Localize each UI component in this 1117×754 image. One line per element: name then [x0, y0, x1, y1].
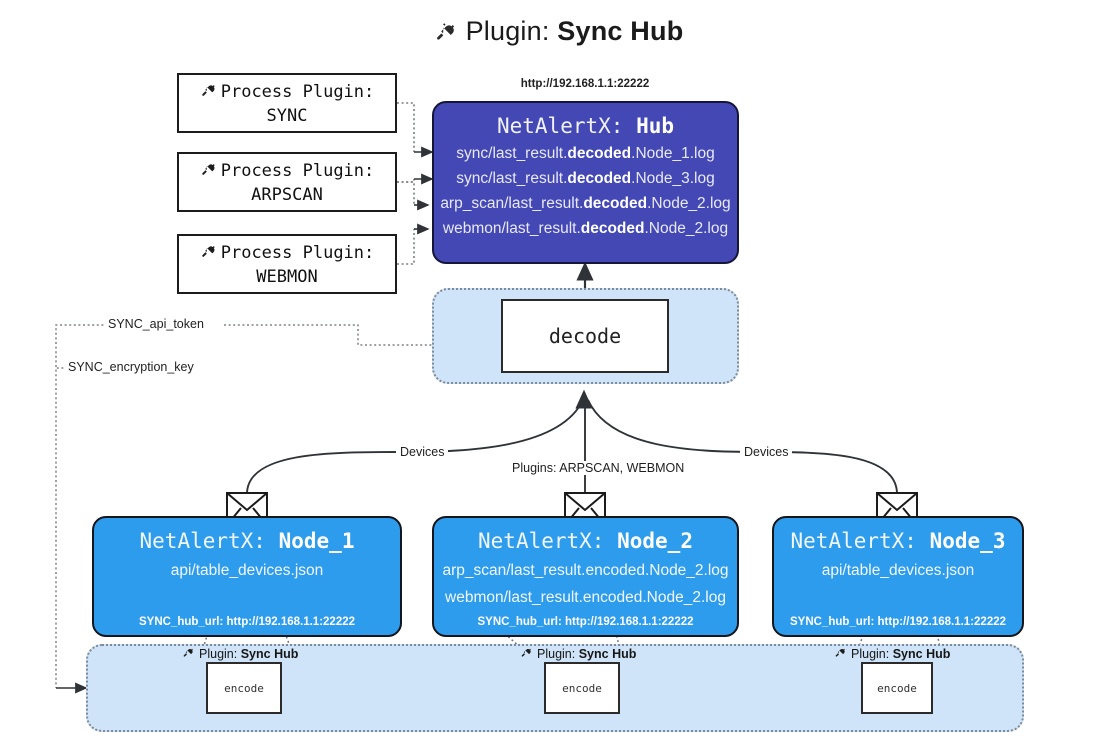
- plug-icon: [834, 645, 848, 662]
- node-box-node-3[interactable]: NetAlertX: Node_3 api/table_devices.json…: [772, 516, 1024, 637]
- process-plugin-label: Process Plugin:: [220, 82, 375, 102]
- encoder-plugin-prefix: Plugin:: [199, 646, 238, 661]
- setting-label-sync-api-token: SYNC_api_token: [104, 317, 208, 331]
- node-line: api/table_devices.json: [821, 562, 975, 579]
- node-line: webmon/last_result.encoded.Node_2.log: [445, 589, 726, 606]
- process-plugin-name: WEBMON: [256, 267, 318, 287]
- node-footer: SYNC_hub_url: http://192.168.1.1:22222: [789, 616, 1007, 628]
- encoder-plugin-name: Sync Hub: [578, 646, 637, 661]
- plug-icon: [520, 645, 534, 662]
- process-plugin-box-arpscan[interactable]: Process Plugin: ARPSCAN: [177, 152, 397, 212]
- encode-box-2[interactable]: encode: [544, 662, 620, 714]
- hub-log-line: sync/last_result.decoded.Node_3.log: [456, 170, 715, 187]
- hub-log-line: arp_scan/last_result.decoded.Node_2.log: [440, 195, 731, 212]
- node-box-node-2[interactable]: NetAlertX: Node_2 arp_scan/last_result.e…: [432, 516, 739, 637]
- hub-url-label: http://192.168.1.1:22222: [520, 78, 650, 90]
- encoder-plugin-prefix: Plugin:: [851, 646, 890, 661]
- title-name: Sync Hub: [557, 16, 684, 46]
- edge-label-devices-right: Devices: [740, 445, 793, 459]
- plug-icon: [182, 645, 196, 662]
- process-plugin-box-sync[interactable]: Process Plugin: SYNC: [177, 73, 397, 133]
- encode-box-1[interactable]: encode: [206, 662, 282, 714]
- process-plugin-label: Process Plugin:: [220, 161, 375, 181]
- node-title: NetAlertX: Node_2: [478, 529, 693, 553]
- plug-icon: [200, 80, 219, 104]
- encoder-plugin-label-2: Plugin: Sync Hub: [520, 645, 636, 662]
- encoder-plugin-name: Sync Hub: [240, 646, 299, 661]
- node-footer: SYNC_hub_url: http://192.168.1.1:22222: [138, 616, 356, 628]
- node-line: arp_scan/last_result.encoded.Node_2.log: [442, 562, 729, 579]
- node-box-node-1[interactable]: NetAlertX: Node_1 api/table_devices.json…: [92, 516, 402, 637]
- process-plugin-name: SYNC: [266, 106, 308, 126]
- hub-log-line: sync/last_result.decoded.Node_1.log: [456, 145, 715, 162]
- edge-label-devices-left: Devices: [396, 445, 449, 459]
- encoder-plugin-label-3: Plugin: Sync Hub: [834, 645, 950, 662]
- hub-node[interactable]: NetAlertX: Hub sync/last_result.decoded.…: [432, 101, 739, 264]
- title-prefix: Plugin:: [465, 16, 550, 46]
- process-plugin-label: Process Plugin:: [220, 243, 375, 263]
- hub-title: NetAlertX: Hub: [496, 114, 675, 138]
- node-title: NetAlertX: Node_1: [139, 529, 355, 553]
- node-footer: SYNC_hub_url: http://192.168.1.1:22222: [477, 616, 694, 628]
- process-plugin-box-webmon[interactable]: Process Plugin: WEBMON: [177, 234, 397, 294]
- setting-label-sync-encryption-key: SYNC_encryption_key: [64, 360, 198, 374]
- encode-box-3[interactable]: encode: [861, 662, 933, 714]
- decode-box[interactable]: decode: [501, 299, 669, 373]
- plug-icon: [434, 18, 460, 51]
- node-line: api/table_devices.json: [170, 562, 324, 579]
- page-title: Plugin: Sync Hub: [0, 16, 1117, 51]
- edge-label-plugins-center: Plugins: ARPSCAN, WEBMON: [508, 461, 689, 475]
- node-title: NetAlertX: Node_3: [790, 529, 1006, 553]
- encoder-plugin-prefix: Plugin:: [537, 646, 576, 661]
- plug-icon: [200, 159, 219, 183]
- encoder-plugin-name: Sync Hub: [892, 646, 951, 661]
- hub-log-line: webmon/last_result.decoded.Node_2.log: [442, 220, 729, 237]
- process-plugin-name: ARPSCAN: [251, 185, 323, 205]
- plug-icon: [200, 241, 219, 265]
- encoder-plugin-label-1: Plugin: Sync Hub: [182, 645, 298, 662]
